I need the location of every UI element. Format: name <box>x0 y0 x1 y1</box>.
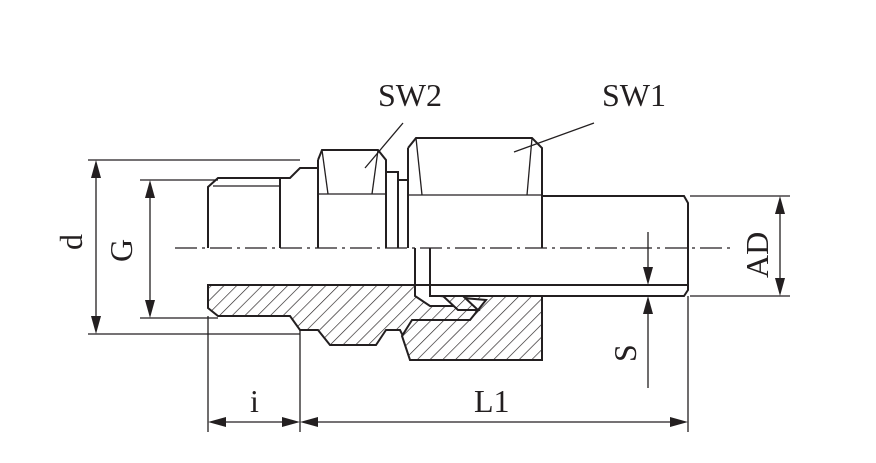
label-ad: AD <box>739 232 775 278</box>
label-sw1: SW1 <box>602 77 666 113</box>
label-i: i <box>250 383 259 419</box>
dimension-ad <box>775 196 785 296</box>
dimension-d <box>91 160 101 334</box>
label-g: G <box>103 239 139 262</box>
label-l1: L1 <box>474 383 510 419</box>
label-sw2: SW2 <box>378 77 442 113</box>
label-s: S <box>607 344 643 362</box>
dimension-i <box>208 417 300 427</box>
label-d: d <box>53 234 89 250</box>
fitting-upper-outline <box>207 137 689 248</box>
dimension-s <box>643 232 653 388</box>
sw1-leader <box>513 122 595 153</box>
dimension-l1 <box>300 417 688 427</box>
sw2-leader <box>364 122 404 169</box>
fitting-section <box>207 248 689 361</box>
dimension-g <box>145 180 155 318</box>
